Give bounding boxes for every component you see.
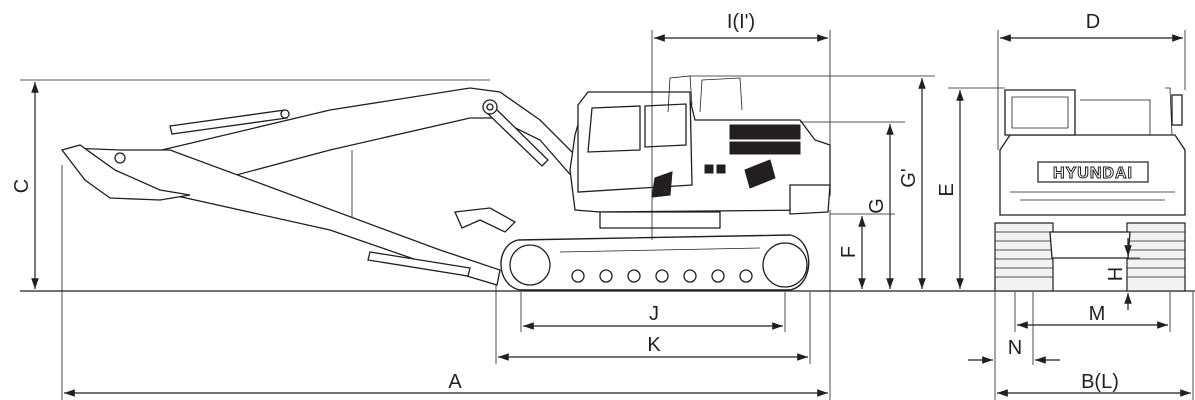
label-D: D: [1086, 11, 1100, 33]
excavator-front-view: HYUNDAI: [994, 87, 1186, 292]
cab-rear-window: [644, 103, 687, 148]
quick-coupler: [454, 207, 517, 233]
excavator-side-view: [60, 75, 831, 291]
label-B-L: B(L): [1081, 371, 1119, 393]
label-J: J: [649, 303, 659, 325]
label-G: G: [866, 198, 888, 214]
label-C: C: [11, 179, 33, 193]
dimension-K: K: [495, 285, 811, 364]
dimension-H: H: [1105, 238, 1140, 310]
front-carbody: [1049, 231, 1131, 259]
dimension-G-prime: G': [690, 75, 935, 289]
dimension-J: J: [520, 292, 786, 332]
label-M: M: [1089, 303, 1106, 325]
dimension-B-L: B(L): [997, 292, 1194, 400]
label-A: A: [448, 371, 462, 393]
dimension-M: M: [1014, 292, 1171, 332]
front-right-track: [1126, 222, 1186, 292]
label-E: E: [936, 183, 958, 196]
brand-label: HYUNDAI: [1053, 165, 1133, 182]
engine-hood-panel: [729, 124, 801, 140]
label-F: F: [838, 246, 860, 258]
label-G-prime: G': [898, 168, 920, 187]
dimension-D: D: [997, 11, 1186, 150]
track-rollers: [571, 269, 753, 283]
brand-panel: [1037, 161, 1149, 183]
dimension-C: C: [11, 79, 490, 289]
counterweight: [789, 184, 831, 215]
label-H: H: [1105, 267, 1127, 281]
label-I: I(I'): [727, 11, 755, 33]
front-left-track: [994, 222, 1054, 292]
dimension-N: N: [968, 292, 1060, 400]
dimension-F: F: [830, 213, 895, 289]
label-N: N: [1008, 337, 1022, 359]
sprocket-wheel: [762, 242, 808, 288]
dimension-I: I(I'): [651, 11, 831, 240]
idler-wheel: [509, 244, 551, 286]
front-cab: [1004, 89, 1076, 136]
dimension-E: E: [936, 87, 1005, 289]
bucket-cylinder: [367, 251, 471, 277]
cab-window: [587, 105, 641, 153]
dimension-G: G: [800, 121, 905, 289]
dimension-A: A: [61, 165, 831, 400]
bucket: [60, 144, 191, 201]
label-K: K: [647, 334, 661, 356]
